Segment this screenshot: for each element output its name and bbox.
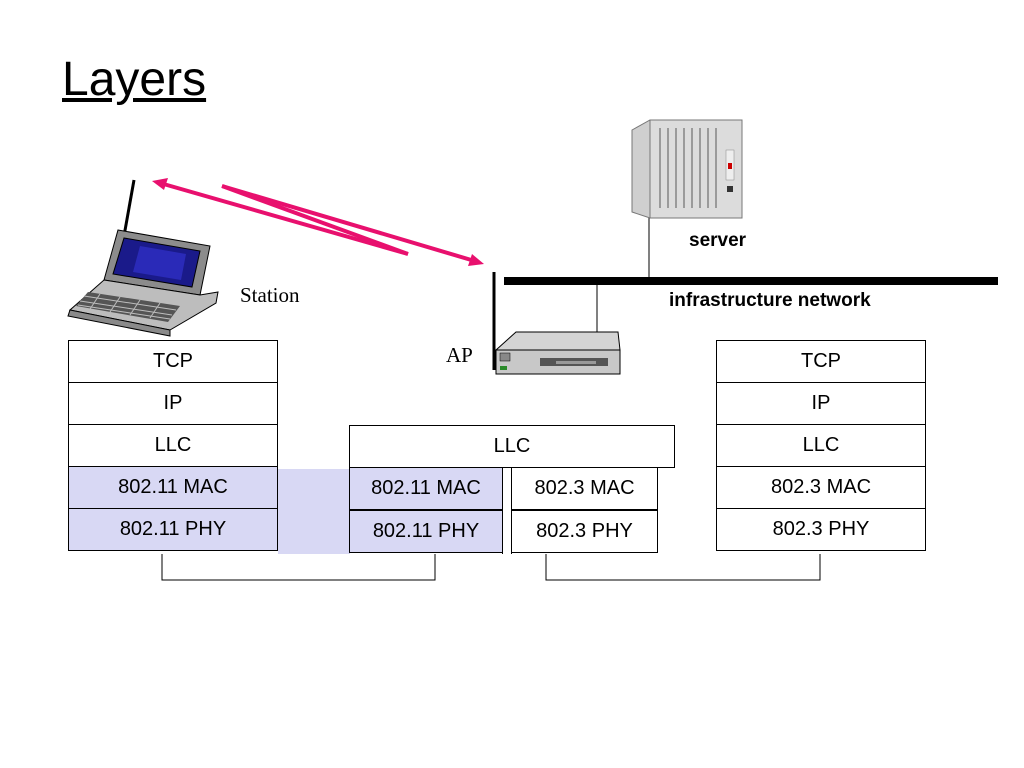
radio-arrow-right-icon <box>468 254 484 266</box>
server-layer-llc: LLC <box>716 424 926 467</box>
server-layer-mac: 802.3 MAC <box>716 466 926 509</box>
connector-ap-server <box>545 554 821 581</box>
server-layer-ip: IP <box>716 382 926 425</box>
ap-layer-8023-mac: 802.3 MAC <box>511 467 658 510</box>
station-layer-phy: 802.11 PHY <box>68 508 278 551</box>
station-layer-tcp: TCP <box>68 340 278 383</box>
server-label: server <box>689 230 747 251</box>
ap-layer-llc: LLC <box>349 425 675 468</box>
ap-label: AP <box>446 343 473 367</box>
ap-layer-80211-phy: 802.11 PHY <box>349 510 503 553</box>
station-layer-ip: IP <box>68 382 278 425</box>
server-rack-icon <box>631 119 743 219</box>
connector-station-ap <box>161 554 436 581</box>
radio-arrow-left-icon <box>152 178 168 190</box>
station-label: Station <box>240 283 300 307</box>
server-layer-phy: 802.3 PHY <box>716 508 926 551</box>
ap-layer-80211-mac: 802.11 MAC <box>349 467 503 510</box>
wireless-link-band <box>278 469 350 554</box>
access-point-icon <box>494 331 621 375</box>
ap-layer-8023-phy: 802.3 PHY <box>511 510 658 553</box>
radio-link-icon <box>159 181 479 264</box>
page-title: Layers <box>62 53 207 106</box>
station-layer-mac: 802.11 MAC <box>68 466 278 509</box>
network-bus <box>504 277 998 285</box>
station-layer-llc: LLC <box>68 424 278 467</box>
server-layer-tcp: TCP <box>716 340 926 383</box>
infrastructure-network-label: infrastructure network <box>669 290 871 311</box>
laptop-icon <box>67 179 219 337</box>
server-protocol-stack: TCP IP LLC 802.3 MAC 802.3 PHY <box>716 340 926 551</box>
station-protocol-stack: TCP IP LLC 802.11 MAC 802.11 PHY <box>68 340 278 551</box>
